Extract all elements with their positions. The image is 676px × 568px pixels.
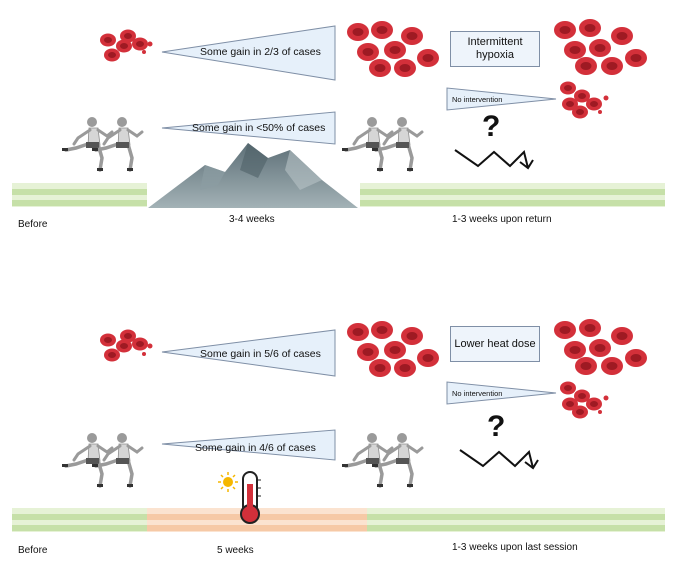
red-blood-cells-icon	[347, 321, 439, 377]
red-blood-cells-icon	[560, 381, 609, 419]
wedge-no-intervention	[446, 381, 557, 405]
panel-top	[12, 19, 665, 208]
label-before: Before	[18, 219, 48, 230]
red-blood-cells-icon	[347, 21, 439, 77]
red-blood-cells-icon	[554, 319, 647, 375]
intervention-box: Intermittent hypoxia	[450, 31, 540, 67]
no-intervention-label: No intervention	[452, 95, 503, 104]
red-blood-cells-icon	[554, 19, 647, 75]
thermometer-icon	[240, 471, 261, 524]
mountain-icon	[148, 143, 358, 208]
zigzag-arrow-icon	[454, 149, 534, 170]
wedge-rbc-gain	[161, 25, 336, 81]
wedge-performance-label: Some gain in <50% of cases	[192, 122, 326, 134]
wedge-rbc-label: Some gain in 5/6 of cases	[200, 348, 321, 360]
no-intervention-label: No intervention	[452, 389, 503, 398]
zigzag-arrow-icon	[459, 449, 539, 470]
wedge-no-intervention	[446, 87, 557, 111]
label-during: 5 weeks	[217, 545, 254, 556]
intervention-box: Lower heat dose	[450, 326, 540, 362]
wedge-performance-label: Some gain in 4/6 of cases	[195, 442, 316, 454]
label-after: 1-3 weeks upon last session	[452, 542, 578, 553]
red-blood-cells-icon	[100, 29, 153, 62]
wedge-rbc-gain	[161, 329, 336, 377]
panel-bottom	[12, 319, 665, 532]
question-mark: ?	[487, 410, 506, 443]
runner-icon	[342, 433, 422, 487]
wedge-performance-gain	[161, 429, 336, 461]
label-before: Before	[18, 545, 48, 556]
red-blood-cells-icon	[560, 81, 609, 119]
label-after: 1-3 weeks upon return	[452, 214, 552, 225]
runner-icon	[342, 117, 422, 171]
question-mark: ?	[482, 110, 501, 143]
wedge-performance-gain	[161, 111, 336, 145]
red-blood-cells-icon	[100, 329, 153, 362]
runner-icon	[62, 433, 142, 487]
wedge-rbc-label: Some gain in 2/3 of cases	[200, 46, 321, 58]
runner-icon	[62, 117, 142, 171]
sun-icon	[218, 472, 238, 492]
label-during: 3-4 weeks	[229, 214, 275, 225]
